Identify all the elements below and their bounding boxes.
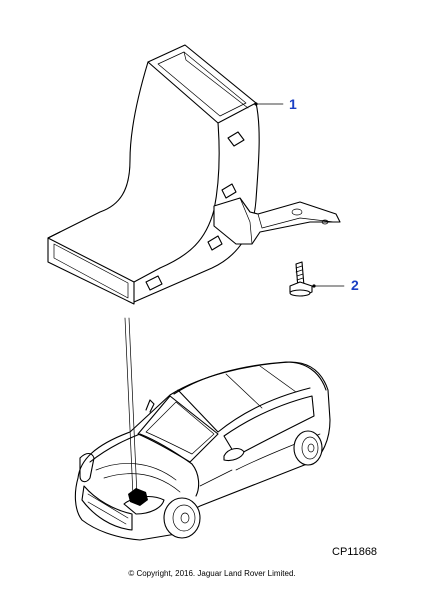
copyright-notice: © Copyright, 2016. Jaguar Land Rover Lim… [128,569,296,578]
callout-2-label[interactable]: 2 [351,277,359,293]
leader-dot-2 [312,284,316,288]
vehicle-outline [74,361,331,541]
location-line-a [124,317,134,497]
callout-1-label[interactable]: 1 [289,96,297,112]
duct-location-marker [128,488,148,506]
bolt-part[interactable] [289,261,313,297]
air-duct-part[interactable] [47,44,341,305]
leader-dot-1 [254,102,258,106]
location-line-b [128,317,138,497]
reference-code: CP11868 [332,546,378,558]
